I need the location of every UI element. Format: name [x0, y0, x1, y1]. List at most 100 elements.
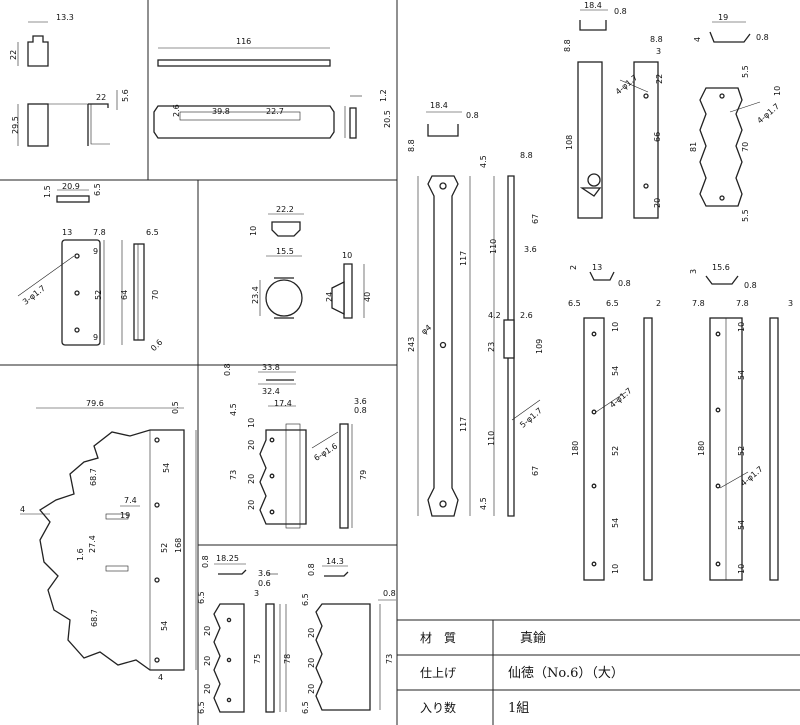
dim-p13-1: 3	[689, 269, 698, 274]
dim-p9-18: 110	[487, 431, 496, 446]
dim-p9-1: 18.4	[430, 101, 448, 110]
part-bar-with-loop: 18.4 0.8 8.8 8.8 3 4-φ1.7 22 108 66 20	[563, 1, 664, 219]
dim-p10-5: 3	[656, 47, 661, 56]
table-value-quantity: 1組	[508, 701, 529, 716]
dim-p3-2: 1.5	[43, 185, 52, 198]
dim-p11-8: 70	[741, 142, 750, 152]
dim-p1-3: 29.5	[11, 116, 20, 134]
table-value-material: 真鍮	[520, 630, 546, 646]
dim-p9-10: 243	[407, 337, 416, 352]
dim-p5-6: 7.4	[124, 496, 137, 505]
dim-p2-2: 2.6	[172, 104, 181, 117]
part-oval-plate: 19 0.8 4 5.5 4-φ1.7 10 81 70 5.5	[689, 13, 782, 222]
dim-p3-10: 70	[151, 290, 160, 300]
dim-p3-5: 7.8	[93, 228, 106, 237]
dim-p6-6: 0.8	[354, 406, 367, 415]
dim-p3-3: 6.5	[93, 183, 102, 196]
part-plate-small: 20.9 1.5 6.5 13 7.8 6.5 9 52 64 70 3-φ1.…	[17, 182, 164, 353]
dim-p5-7: 19	[120, 511, 130, 520]
dim-p12-9: 4-φ1.7	[608, 386, 634, 410]
dim-p4-1: 22.2	[276, 205, 294, 214]
table-label-finish: 仕上げ	[420, 666, 456, 680]
dim-p7-5: 6.5	[197, 591, 206, 604]
dim-p9-3: 8.8	[407, 139, 416, 152]
dim-p4-2: 10	[249, 226, 258, 236]
dim-p3-6: 6.5	[146, 228, 159, 237]
dim-p10-8: 108	[565, 135, 574, 150]
dim-p5-4: 54	[162, 463, 171, 473]
dim-p5-3: 4	[20, 505, 25, 514]
dim-p7-10: 75	[253, 654, 262, 664]
dim-p1-4: 22	[96, 93, 106, 102]
dim-p3-9: 64	[120, 290, 129, 300]
dim-p7-11: 78	[283, 654, 292, 664]
dim-p8-7: 20	[307, 684, 316, 694]
dim-p6-10: 73	[229, 470, 238, 480]
part-tall-bar: 18.4 0.8 8.8 4.5 8.8 67 110 3.6 117 243 …	[407, 101, 544, 517]
dim-p11-5: 4-φ1.7	[755, 102, 781, 126]
part-hinge-plate-b: 18.25 0.8 3.6 0.6 6.5 20 20 20 6.5 75 78…	[197, 554, 292, 714]
dim-p7-3: 3.6	[258, 569, 271, 578]
dim-p5-2: 0.5	[171, 401, 180, 414]
dim-p12-7: 10	[611, 322, 620, 332]
dim-p10-9: 66	[653, 132, 662, 142]
dim-p6-4: 17.4	[274, 399, 292, 408]
dim-p1-5: 5.6	[121, 89, 130, 102]
dim-p11-4: 5.5	[741, 65, 750, 78]
dim-p3-1: 20.9	[62, 182, 80, 191]
dim-p9-4: 4.5	[479, 155, 488, 168]
dim-p7-1: 18.25	[216, 554, 239, 563]
dim-p8-5: 20	[307, 628, 316, 638]
dim-p9-19: 67	[531, 466, 540, 476]
dim-p6-12: 20	[247, 500, 256, 510]
dim-p5-5: 68.7	[89, 468, 98, 486]
dim-p8-6: 20	[307, 658, 316, 668]
dim-p3-4: 13	[62, 228, 72, 237]
dim-p4-4: 23.4	[251, 286, 260, 304]
dim-p6-11: 20	[247, 474, 256, 484]
dim-p6-8: 10	[247, 418, 256, 428]
dim-p12-2: 13	[592, 263, 602, 272]
part-long-bar: 116 2.6 39.8 22.7 1.2 20.5	[153, 37, 392, 139]
part-clip-small: 13.3 22 29.5 22 5.6	[9, 13, 130, 147]
dim-p11-6: 10	[773, 86, 782, 96]
dim-p7-6: 20	[203, 626, 212, 636]
dim-p10-4: 8.8	[650, 35, 663, 44]
dim-p10-7: 22	[655, 74, 664, 84]
dim-p11-3: 4	[693, 37, 702, 42]
part-long-plate-b: 3 15.6 0.8 7.8 7.8 3 10 54 180 52 4-φ1.7…	[689, 263, 793, 581]
dim-p2-4: 22.7	[266, 107, 284, 116]
dim-p7-12: 3	[254, 589, 259, 598]
dim-p12-10: 180	[571, 441, 580, 456]
dim-p13-7: 10	[737, 322, 746, 332]
dim-p12-1: 2	[569, 265, 578, 270]
dim-p3-7: 9	[93, 247, 98, 256]
dim-p10-1: 18.4	[584, 1, 602, 10]
dim-p11-7: 81	[689, 142, 698, 152]
dim-p9-2: 0.8	[466, 111, 479, 120]
dim-p8-8: 6.5	[301, 701, 310, 714]
dim-p11-9: 5.5	[741, 209, 750, 222]
dim-p10-2: 0.8	[614, 7, 627, 16]
dim-p9-6: 67	[531, 214, 540, 224]
dim-p4-3: 15.5	[276, 247, 294, 256]
table-label-quantity: 入り数	[420, 700, 456, 715]
dim-p9-16: 117	[459, 417, 468, 432]
dim-p8-4: 6.5	[301, 593, 310, 606]
dim-p4-5: 24	[325, 292, 334, 302]
part-hinge-plate-c: 14.3 0.8 0.8 6.5 20 20 20 6.5 73	[301, 557, 396, 714]
dim-p7-9: 6.5	[197, 701, 206, 714]
dim-p8-1: 14.3	[326, 557, 344, 566]
dim-p10-10: 20	[653, 198, 662, 208]
dim-p13-12: 54	[737, 520, 746, 530]
dim-p2-3: 39.8	[212, 107, 230, 116]
dim-p13-10: 52	[737, 446, 746, 456]
dim-p6-2: 0.8	[223, 363, 232, 376]
part-hinge-plate: 33.8 0.8 32.4 17.4 3.6 0.8 4.5 10 20 73 …	[223, 363, 368, 529]
dim-p12-12: 54	[611, 518, 620, 528]
dim-p13-11: 4-φ1.7	[739, 464, 765, 488]
dim-p7-2: 0.8	[201, 555, 210, 568]
dim-p6-14: 79	[359, 470, 368, 480]
